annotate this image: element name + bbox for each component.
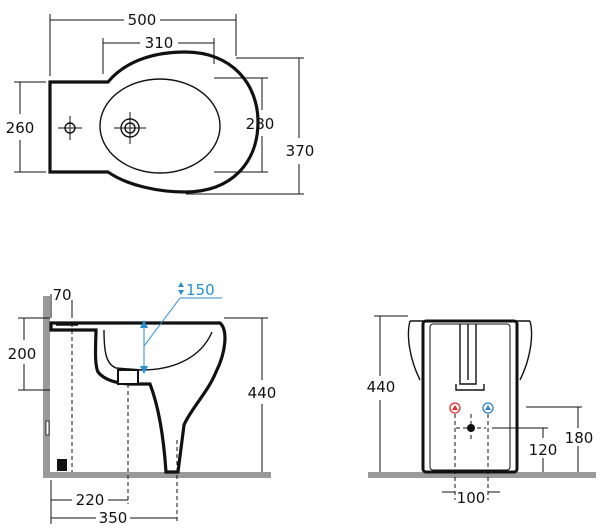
- drain-icon: [114, 112, 146, 144]
- dim-180-label: 180: [565, 429, 594, 447]
- floor-fixing-mark: [57, 459, 67, 471]
- side-floor: [43, 472, 271, 478]
- front-floor: [368, 472, 596, 478]
- dim-350-label: 350: [99, 509, 128, 527]
- tap-hole-icon: [58, 116, 82, 140]
- dim-100-label: 100: [457, 489, 486, 507]
- dim-overall-width: 260: [6, 81, 46, 173]
- dim-280-label: 280: [246, 115, 275, 133]
- front-spigot: [455, 324, 485, 391]
- dim-front-440-label: 440: [367, 378, 396, 396]
- dim-120-label: 120: [529, 441, 558, 459]
- dim-200-label: 200: [8, 345, 37, 363]
- dim-supply-spacing: 100: [442, 489, 500, 507]
- dim-side-height: 440: [224, 317, 277, 472]
- top-view: 500 310 260 280: [6, 11, 315, 195]
- dim-220-label: 220: [76, 491, 105, 509]
- dim-500-label: 500: [128, 11, 157, 29]
- cold-water-icon: [482, 402, 494, 414]
- dim-overall-length: 500: [49, 11, 237, 76]
- dim-bowl-length: 310: [102, 34, 215, 74]
- dim-310-label: 310: [145, 34, 174, 52]
- dim-side-440-label: 440: [248, 384, 277, 402]
- front-view: 440 180 120 100: [367, 315, 596, 507]
- dim-drain-height: 120: [492, 427, 558, 472]
- dim-drain-distance: 220: [50, 480, 128, 524]
- wall-fixing-mark: [45, 420, 50, 436]
- top-view-bowl: [99, 78, 221, 174]
- front-rim: [407, 320, 533, 381]
- dim-bowl-width: 280: [214, 77, 275, 173]
- side-drain-spigot: [117, 369, 139, 385]
- dim-260-label: 260: [6, 119, 35, 137]
- front-pedestal-inner: [429, 323, 511, 471]
- side-view: 70 200 150 440: [8, 281, 277, 527]
- up-down-arrow-icon: [178, 282, 184, 295]
- dim-total-depth: 370: [186, 57, 315, 195]
- dim-tap-offset: 70: [50, 286, 73, 318]
- side-body-outline: [49, 321, 227, 474]
- front-drain-icon: [456, 414, 486, 442]
- dim-370-label: 370: [286, 142, 315, 160]
- dim-supply-height: 180: [526, 406, 594, 472]
- dim-water-height: 150: [140, 281, 222, 374]
- wall: [43, 296, 50, 474]
- dim-side-depth: 350: [51, 509, 177, 527]
- dim-front-height: 440: [367, 315, 408, 472]
- dim-rim-height: 200: [8, 317, 50, 391]
- top-view-outline: [48, 50, 260, 194]
- front-pedestal: [421, 319, 519, 474]
- dim-70-label: 70: [52, 286, 71, 304]
- hot-water-icon: [449, 402, 461, 414]
- dim-150-label: 150: [186, 281, 215, 299]
